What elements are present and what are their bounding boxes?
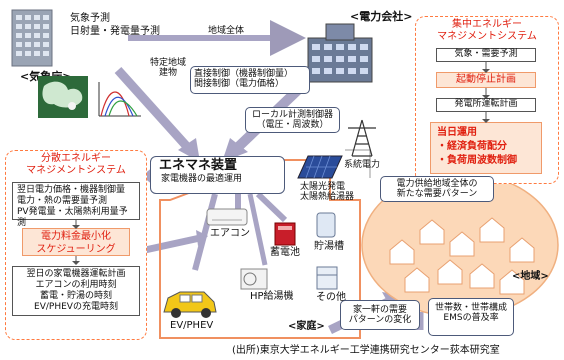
solar-graph-icon	[98, 82, 141, 117]
electric-vehicle-icon	[163, 291, 217, 318]
house-demand-change-box: 家一軒の需要 パターンの変化	[340, 300, 420, 330]
region-demand-pattern-box: 電力供給地域全体の 新たな需要パターン	[380, 176, 494, 202]
source-credit: (出所)東京大学エネルギー工学連携研究センター荻本研究室	[232, 345, 500, 356]
solar-label: 太陽光発電 太陽熱給湯器	[300, 182, 355, 202]
distributed-ems-flow-arrows	[72, 220, 80, 265]
hot-water-tank-icon	[316, 212, 336, 238]
sameday-operation-box: 当日運用 ・経済負荷配分 ・負荷周波数制御	[430, 122, 542, 174]
power-company-building-icon	[307, 23, 373, 83]
appliance-plan-box: 翌日の家電機器運転計画 エアコンの利用時刻 蓄電・貯湯の時刻 EV/PHEVの充…	[12, 266, 140, 316]
weather-forecast-text: 気象予測 日射量・発電量予測	[70, 13, 160, 37]
distributed-ems-title: 分散エネルギー マネジメントシステム	[26, 153, 126, 176]
households-box: 世帯数・世帯構成 EMSの普及率	[428, 298, 514, 336]
grid-power-label: 系統電力	[344, 160, 381, 170]
storage-battery-icon	[274, 222, 296, 246]
control-method-box: 直接制御（機器制御量） 間接制御（電力価格）	[190, 66, 310, 94]
tank-label: 貯湯槽	[314, 241, 344, 252]
heat-pump-icon	[240, 268, 268, 290]
other-label: その他	[316, 292, 346, 303]
distributed-forecast-box: 翌日電力価格・機器制御量 電力・熱の需要量予測 PV発電量・太陽熱利用量予測	[12, 182, 140, 228]
central-ems-title: 集中エネルギー マネジメントシステム	[437, 19, 537, 42]
central-ems-flow-arrows	[482, 62, 490, 123]
region-blob	[361, 172, 559, 318]
enemane-title: エネマネ装置	[159, 158, 238, 173]
ev-label: EV/PHEV	[170, 320, 214, 331]
scheduling-box: 電力料金最小化 スケジューリング	[22, 228, 130, 256]
energy-management-device-box: エネマネ装置 家電機器の最適運用	[150, 156, 285, 194]
weather-map-icon	[38, 76, 88, 118]
region-wide-label: 地域全体	[208, 26, 245, 36]
hp-heater-label: HP給湯機	[250, 291, 294, 302]
region-label: <地域>	[512, 271, 549, 282]
power-company-label: <電力会社>	[350, 10, 413, 23]
other-appliance-icon	[316, 266, 338, 290]
battery-label: 蓄電池	[270, 247, 300, 258]
local-control-box: ローカル計測制御器 （電圧・周波数）	[245, 107, 340, 133]
office-building-icon	[11, 9, 53, 67]
aircon-label: エアコン	[210, 228, 250, 239]
home-label: <家庭>	[288, 321, 325, 332]
central-forecast-box: 気象・需要予測	[436, 48, 536, 62]
solar-panel-icon	[297, 155, 343, 179]
enemane-subtitle: 家電機器の最適運用	[161, 174, 243, 184]
transmission-tower-icon	[348, 119, 376, 157]
specific-area-label: 特定地域 建物	[150, 58, 187, 78]
air-conditioner-icon	[206, 208, 248, 226]
